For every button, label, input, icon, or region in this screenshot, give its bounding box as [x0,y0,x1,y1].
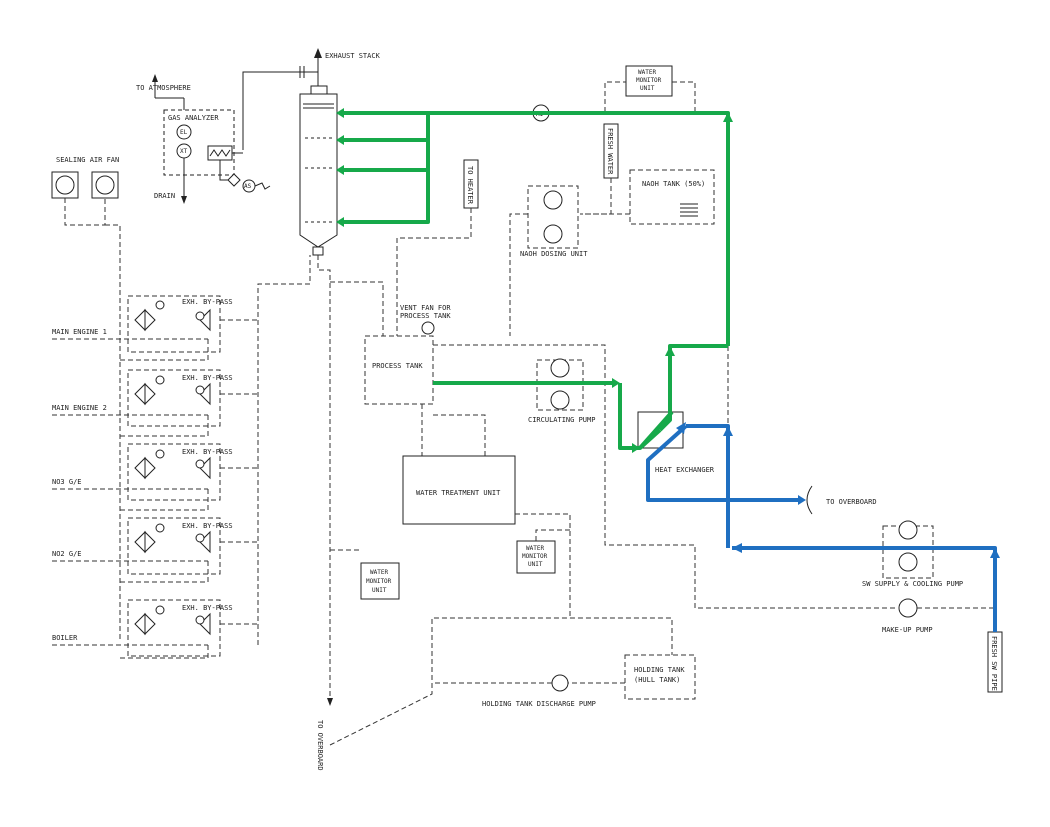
process-tank-label: PROCESS TANK [372,362,423,370]
naoh-dosing-unit: NAOH DOSING UNIT [509,185,588,336]
exh-bypass-label-4: EXH. BY-PASS [182,522,233,530]
water-monitor-low-l1: WATER [370,569,388,576]
exhaust-stack: EXHAUST STACK [242,48,381,150]
bypass-row-5: BOILER EXH. BY-PASS [52,599,258,659]
heat-exchanger-label: HEAT EXCHANGER [655,466,715,474]
to-heater: TO HEATER [396,159,479,336]
engine-bypass-rows: MAIN ENGINE 1 EXH. BY-PASS MAIN ENGINE 2… [52,255,311,659]
fresh-sw-pipe: FRESH SW PIPE [987,631,1003,693]
make-up-pump: MAKE-UP PUMP [882,598,995,634]
scrubber-tower [299,85,338,256]
el-tag: EL [180,129,188,136]
naoh-dosing-unit-label: NAOH DOSING UNIT [520,250,588,258]
exhaust-stack-label: EXHAUST STACK [325,52,381,60]
sw-supply-pump-label: SW SUPPLY & COOLING PUMP [862,580,963,588]
sealing-air-fans: SEALING AIR FAN [51,156,121,640]
drain-label: DRAIN [154,192,175,200]
engine-label-3: NO3 G/E [52,478,82,486]
exh-bypass-label-2: EXH. BY-PASS [182,374,233,382]
bypass-row-3: NO3 G/E EXH. BY-PASS [52,443,258,511]
water-monitor-low-l3: UNIT [372,587,387,594]
water-monitor-top-l1: WATER [638,69,656,76]
vent-fan-label-1: VENT FAN FOR [400,304,451,312]
water-monitor-mid-l3: UNIT [528,561,543,568]
water-monitor-top-l2: MONITOR [636,77,662,84]
xt-tag: XT [180,148,188,155]
exh-bypass-label-5: EXH. BY-PASS [182,604,233,612]
water-treatment-unit-label: WATER TREATMENT UNIT [416,489,501,497]
naoh-tank: NAOH TANK (50%) [580,169,715,225]
to-overboard-right-label: TO OVERBOARD [826,498,877,506]
bypass-row-1: MAIN ENGINE 1 EXH. BY-PASS [52,295,258,361]
fresh-water-label: FRESH WATER [606,128,614,175]
holding-tank-label-1: HOLDING TANK [634,666,685,674]
holding-tank-label-2: (HULL TANK) [634,676,680,684]
water-monitor-mid: WATER MONITOR UNIT [516,529,570,574]
fresh-sw-pipe-label: FRESH SW PIPE [990,636,998,691]
circulating-pump: CIRCULATING PUMP [433,344,895,609]
sw-supply-pump: SW SUPPLY & COOLING PUMP [862,520,963,588]
process-tank: PROCESS TANK VENT FAN FOR PROCESS TANK [364,304,486,456]
exh-bypass-label-3: EXH. BY-PASS [182,448,233,456]
holding-tank-discharge-pump-label: HOLDING TANK DISCHARGE PUMP [482,700,596,708]
fresh-water: FRESH WATER [580,123,619,215]
engine-label-1: MAIN ENGINE 1 [52,328,107,336]
holding-tank: HOLDING TANK (HULL TANK) HOLDING TANK DI… [432,654,696,708]
water-monitor-mid-l1: WATER [526,545,544,552]
vent-fan-label-2: PROCESS TANK [400,312,451,320]
engine-label-4: NO2 G/E [52,550,82,558]
circulating-pump-label: CIRCULATING PUMP [528,416,595,424]
scrubber-drain-line: TO OVERBOARD [316,255,673,771]
to-overboard-bottom-label: TO OVERBOARD [316,720,324,771]
to-atmosphere-label: TO ATMOSPHERE [136,84,191,92]
sea-water-lines: TO OVERBOARD [646,422,1000,632]
water-monitor-top-l3: UNIT [640,85,655,92]
naoh-tank-label: NAOH TANK (50%) [642,180,705,188]
wash-water-lines [336,108,733,453]
make-up-pump-label: MAKE-UP PUMP [882,626,933,634]
bypass-row-4: NO2 G/E EXH. BY-PASS [52,517,258,583]
water-treatment-unit: WATER TREATMENT UNIT [402,455,571,618]
water-monitor-low: WATER MONITOR UNIT [360,562,400,600]
gas-analyzer: GAS ANALYZER EL XT DRAIN TO ATMOSPHERE A… [136,74,271,204]
engine-label-2: MAIN ENGINE 2 [52,404,107,412]
as-tag: AS [244,183,252,190]
water-monitor-low-l2: MONITOR [366,578,392,585]
water-monitor-mid-l2: MONITOR [522,553,548,560]
sealing-air-fan-label: SEALING AIR FAN [56,156,119,164]
engine-label-5: BOILER [52,634,78,642]
gas-analyzer-label: GAS ANALYZER [168,114,219,122]
to-heater-label: TO HEATER [466,166,474,205]
bypass-row-2: MAIN ENGINE 2 EXH. BY-PASS [52,369,258,437]
exh-bypass-label-1: EXH. BY-PASS [182,298,233,306]
